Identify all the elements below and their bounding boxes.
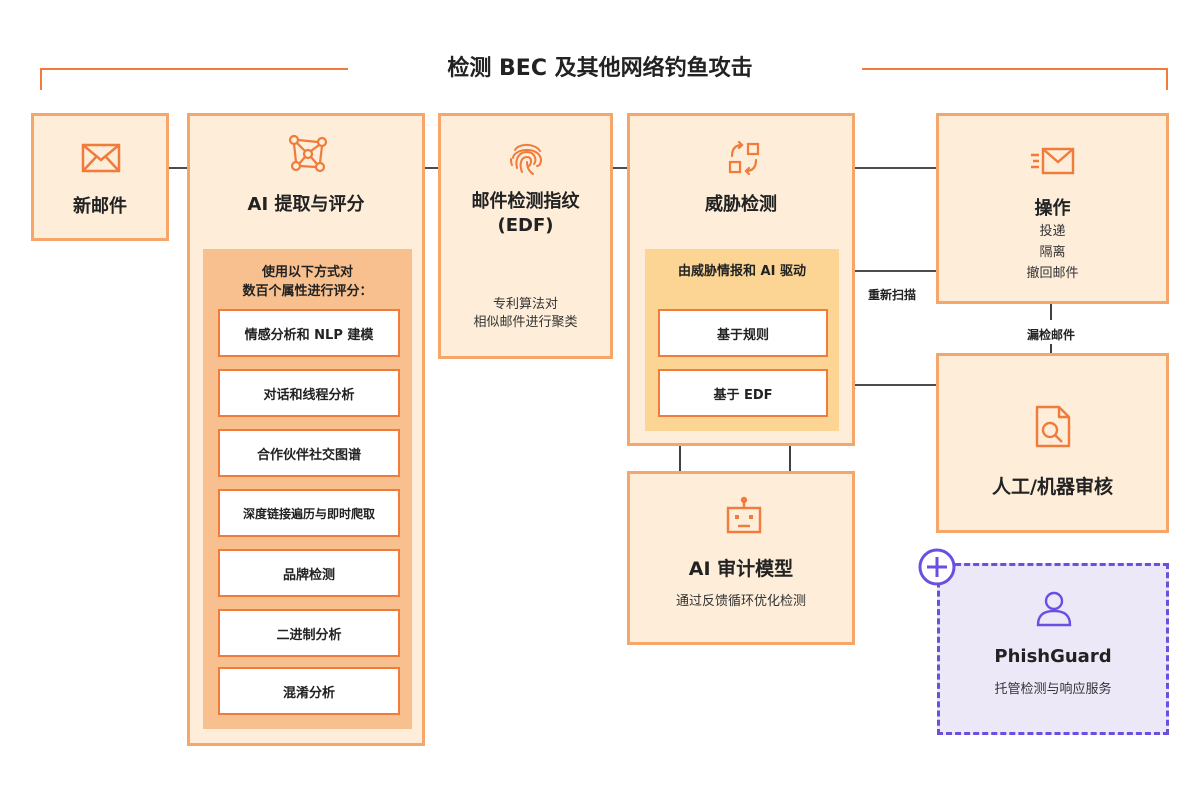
edf-title: 邮件检测指纹 (EDF)	[471, 191, 580, 236]
ai-extract-title: AI 提取与评分	[247, 194, 365, 215]
threat-item-edf: 基于 EDF	[658, 369, 828, 417]
robot-icon	[724, 496, 764, 536]
review-title: 人工/机器审核	[992, 476, 1113, 498]
plus-circle-icon	[917, 547, 957, 587]
title-bracket-left	[40, 68, 348, 70]
title-bracket-right	[862, 68, 1168, 70]
fingerprint-icon	[507, 138, 547, 178]
phishguard-box: PhishGuard 托管检测与响应服务	[937, 563, 1169, 735]
action-item-recall: 撤回邮件	[1026, 266, 1079, 281]
user-icon	[1034, 588, 1074, 628]
diagram-title: 检测 BEC 及其他网络钓鱼攻击	[447, 56, 753, 81]
phishguard-sub: 托管检测与响应服务	[994, 682, 1112, 697]
ai-item-sentiment: 情感分析和 NLP 建模	[218, 309, 400, 357]
title-bracket-left-tick	[40, 68, 42, 90]
ai-item-obfuscation: 混淆分析	[218, 667, 400, 715]
threat-inner-title: 由威胁情报和 AI 驱动	[678, 264, 806, 279]
new-mail-box: 新邮件	[31, 113, 169, 241]
sync-icon	[724, 138, 764, 178]
network-graph-icon	[288, 134, 328, 174]
ai-item-social-graph: 合作伙伴社交图谱	[218, 429, 400, 477]
ai-item-binary: 二进制分析	[218, 609, 400, 657]
envelope-icon	[81, 143, 121, 173]
edf-sub: 专利算法对 相似邮件进行聚类	[473, 297, 578, 330]
threat-box: 威胁检测 由威胁情报和 AI 驱动 基于规则 基于 EDF	[627, 113, 855, 446]
threat-title: 威胁检测	[705, 194, 777, 215]
action-item-deliver: 投递	[1039, 224, 1066, 239]
ai-item-deep-link: 深度链接遍历与即时爬取	[218, 489, 400, 537]
ai-extract-intro: 使用以下方式对 数百个属性进行评分：	[242, 265, 373, 299]
ai-item-brand: 品牌检测	[218, 549, 400, 597]
action-box: 操作 投递 隔离 撤回邮件	[936, 113, 1169, 304]
missed-mail-label: 漏检邮件	[1027, 328, 1076, 342]
action-item-quarantine: 隔离	[1039, 245, 1066, 260]
rescan-label: 重新扫描	[868, 288, 917, 302]
document-search-icon	[1033, 404, 1073, 450]
fast-mail-icon	[1029, 146, 1077, 176]
phishguard-title: PhishGuard	[994, 646, 1112, 667]
ai-extract-box: AI 提取与评分 使用以下方式对 数百个属性进行评分： 情感分析和 NLP 建模…	[187, 113, 425, 746]
audit-title: AI 审计模型	[688, 558, 794, 580]
threat-item-rules: 基于规则	[658, 309, 828, 357]
action-title: 操作	[1034, 198, 1071, 219]
audit-sub: 通过反馈循环优化检测	[675, 594, 806, 609]
title-bracket-right-tick	[1166, 68, 1168, 90]
review-box: 人工/机器审核	[936, 353, 1169, 533]
ai-item-conversation: 对话和线程分析	[218, 369, 400, 417]
new-mail-label: 新邮件	[73, 196, 127, 217]
audit-box: AI 审计模型 通过反馈循环优化检测	[627, 471, 855, 645]
edf-box: 邮件检测指纹 (EDF) 专利算法对 相似邮件进行聚类	[438, 113, 613, 359]
